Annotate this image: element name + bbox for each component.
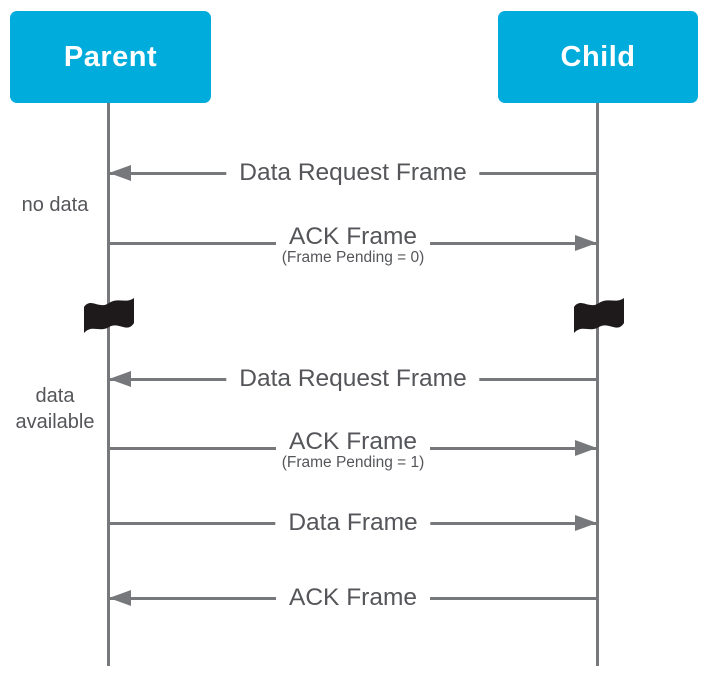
arrowhead-left-icon xyxy=(109,164,131,181)
message-label: ACK Frame xyxy=(276,427,430,457)
annotation-no-data: no data xyxy=(0,192,110,218)
lifeline-child xyxy=(596,103,599,666)
annotation-no-data-text: no data xyxy=(21,194,89,216)
annotation-data-available-line2: available xyxy=(15,411,95,433)
lifeline-parent xyxy=(107,103,110,666)
actor-box-parent: Parent xyxy=(10,11,211,103)
time-break-flag-icon xyxy=(574,298,624,333)
arrowhead-right-icon xyxy=(575,234,597,251)
actor-label-parent: Parent xyxy=(63,40,158,73)
message-label: Data Frame xyxy=(275,508,431,538)
arrowhead-left-icon xyxy=(109,370,131,387)
message-label: ACK Frame xyxy=(276,222,430,252)
time-break-flag-icon xyxy=(84,298,134,333)
message-sublabel: (Frame Pending = 1) xyxy=(275,454,431,472)
message-label: Data Request Frame xyxy=(226,364,480,394)
arrowhead-left-icon xyxy=(109,589,131,606)
annotation-data-available: data available xyxy=(0,383,110,435)
message-sublabel: (Frame Pending = 0) xyxy=(275,249,431,267)
message-label: ACK Frame xyxy=(276,583,430,613)
actor-label-child: Child xyxy=(560,40,636,73)
arrowhead-right-icon xyxy=(575,514,597,531)
actor-box-child: Child xyxy=(498,11,698,103)
arrowhead-right-icon xyxy=(575,439,597,456)
annotation-data-available-line1: data xyxy=(35,385,75,407)
message-label: Data Request Frame xyxy=(226,158,480,188)
